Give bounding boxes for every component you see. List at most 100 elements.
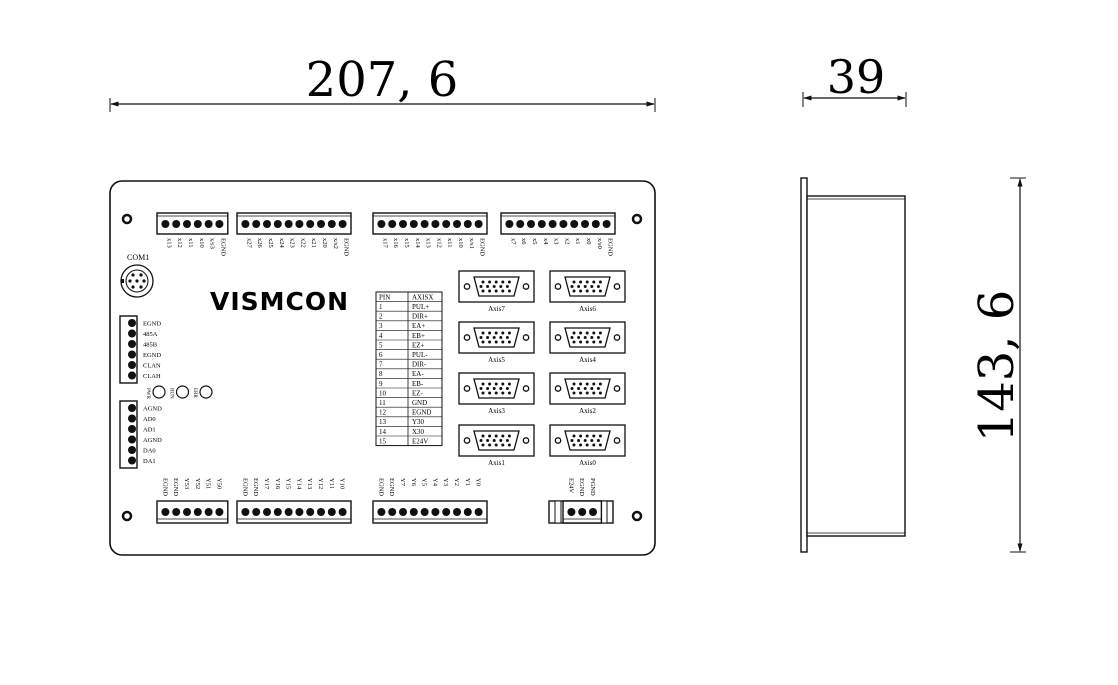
table-cell: PUL+: [412, 303, 429, 311]
terminal-label: x12: [176, 238, 183, 248]
terminal-screw: [128, 350, 136, 359]
terminal-screw: [442, 220, 451, 228]
axis-connector: Axis1: [458, 424, 535, 467]
terminal-label: x17: [381, 238, 388, 249]
terminal-screw: [215, 220, 224, 228]
terminal-label: x24: [278, 238, 285, 249]
table-header: AXISX: [412, 293, 433, 301]
terminal-screw: [581, 220, 589, 228]
terminal-label: x13: [165, 238, 172, 248]
terminal-screw: [453, 220, 461, 228]
terminal-screw: [128, 340, 136, 348]
table-cell: 13: [379, 418, 387, 426]
terminal-screw: [161, 220, 170, 228]
axis-connector: Axis4: [549, 321, 626, 364]
terminal-screw: [559, 220, 568, 228]
table-cell: 8: [379, 370, 383, 378]
terminal-label: EGND: [219, 238, 226, 256]
terminal-label: x/s0: [596, 238, 603, 249]
terminal-label: x10: [198, 238, 205, 248]
terminal-screw: [602, 220, 611, 228]
terminal-screw: [295, 220, 304, 228]
table-cell: 12: [379, 409, 387, 417]
terminal-label: x7: [509, 238, 516, 245]
terminal-label: EGND: [479, 238, 486, 256]
terminal-label: E24V: [567, 478, 574, 493]
terminal-screw: [128, 404, 136, 412]
axis-label: Axis6: [579, 305, 596, 313]
connector-label: DA0: [143, 448, 156, 455]
axis-label: Axis4: [579, 356, 596, 364]
terminal-screw: [591, 220, 600, 228]
terminal-screw: [431, 220, 440, 228]
terminal-screw: [420, 508, 429, 516]
terminal-label: Y12: [317, 478, 324, 489]
side-view: [800, 177, 906, 553]
terminal-screw: [463, 220, 472, 228]
table-cell: 9: [379, 380, 383, 388]
terminal-screw: [263, 508, 271, 516]
terminal-screw: [284, 508, 293, 516]
terminal-screw: [215, 508, 224, 516]
terminal-screw: [399, 220, 407, 228]
terminal-label: x3: [553, 238, 560, 245]
table-cell: 1: [379, 303, 383, 311]
terminal-screw: [327, 220, 336, 228]
terminal-screw: [193, 220, 202, 228]
terminal-label: Y1: [464, 478, 471, 486]
terminal-label: EGND: [161, 478, 168, 496]
terminal-label: Y13: [306, 478, 313, 489]
axis-label: Axis0: [579, 459, 596, 467]
terminal-screw: [377, 220, 386, 228]
terminal-screw: [453, 508, 461, 516]
terminal-screw: [204, 220, 213, 228]
terminal-label: x11: [446, 238, 453, 248]
terminal-screw: [377, 508, 386, 516]
terminal-screw: [420, 220, 429, 228]
terminal-screw: [241, 508, 250, 516]
height-value: 143, 6: [969, 290, 1025, 443]
table-cell: 10: [379, 389, 387, 397]
terminal-screw: [388, 220, 397, 228]
terminal-label: x10: [457, 238, 464, 248]
led-run: RUN: [169, 385, 190, 399]
led-label: ERR: [192, 388, 197, 398]
terminal-label: EGND: [578, 478, 585, 496]
table-cell: 14: [379, 428, 387, 436]
terminal-label: x1: [574, 238, 581, 245]
terminal-screw: [273, 220, 282, 228]
connector-label: EGND: [143, 321, 161, 328]
terminal-screw: [183, 220, 191, 228]
terminal-screw: [409, 220, 418, 228]
terminal-label: EGND: [388, 478, 395, 496]
table-cell: Y30: [412, 418, 425, 426]
terminal-label: x4: [542, 238, 549, 245]
terminal-label: Y14: [295, 478, 302, 490]
terminal-label: EGND: [241, 478, 248, 496]
terminal-screw: [193, 508, 202, 516]
terminal-screw: [161, 508, 170, 516]
terminal-label: EGND: [607, 238, 614, 256]
terminal-label: Y16: [274, 478, 281, 490]
table-cell: EA+: [412, 322, 425, 330]
terminal-label: Y11: [328, 478, 335, 489]
table-cell: 4: [379, 332, 383, 340]
com1-label: COM1: [127, 253, 149, 262]
table-cell: 6: [379, 351, 383, 359]
terminal-label: x16: [392, 238, 399, 249]
terminal-screw: [273, 508, 282, 516]
terminal-label: EGND: [252, 478, 259, 496]
height-dimension: 143, 6: [969, 177, 1026, 553]
terminal-label: EGND: [377, 478, 384, 496]
axis-connector: Axis0: [549, 424, 626, 467]
terminal-screw: [204, 508, 213, 516]
connector-label: CLAN: [143, 363, 161, 370]
table-cell: DIR+: [412, 313, 428, 321]
terminal-label: Y0: [475, 478, 482, 486]
